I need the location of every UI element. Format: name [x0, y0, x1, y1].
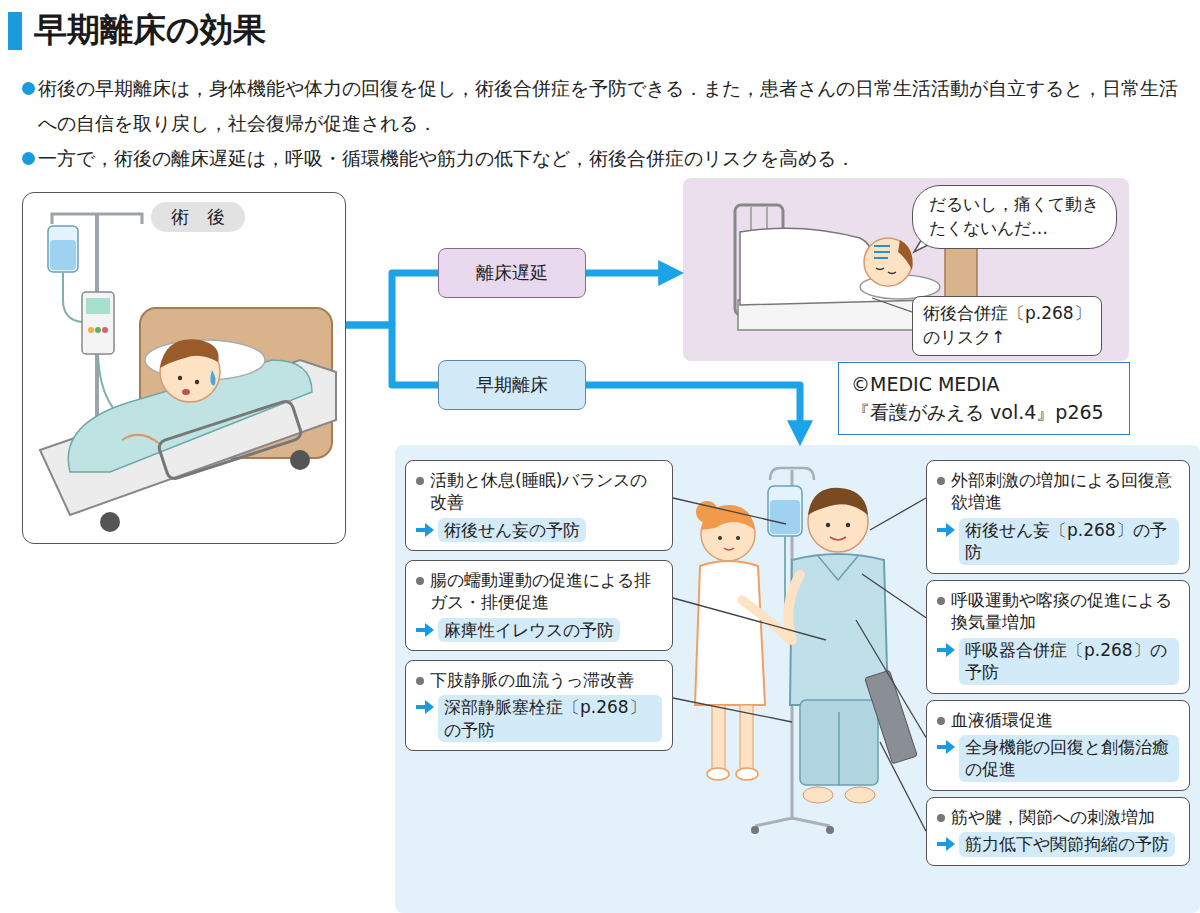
bullet-dot: [937, 477, 945, 485]
walking-patient-illustration: [695, 468, 917, 834]
note-text: 一方で，術後の離床遅延は，呼吸・循環機能や筋力の低下など，術後合併症のリスクを高…: [38, 141, 1190, 176]
callout-heading: 外部刺激の増加による回復意欲増進: [951, 469, 1179, 514]
callout-result-row: 術後せん妄〔p.268〕の予防: [937, 518, 1179, 565]
arrow-icon: [937, 740, 955, 754]
leader-line: [673, 598, 826, 640]
effect-callout: 活動と休息(睡眠)バランスの改善術後せん妄の予防: [405, 460, 673, 551]
effect-callout: 腸の蠕動運動の促進による排ガス・排便促進麻痺性イレウスの予防: [405, 560, 673, 651]
delay-panel: だるいし，痛くて動きたくないんだ… 術後合併症〔p.268〕のリスク↑: [683, 178, 1129, 361]
node-text: 離床遅延: [476, 261, 548, 284]
arrow-icon: [416, 523, 434, 537]
leader-line: [673, 698, 792, 722]
node-text: だるいし，痛くて動きたくないんだ…: [929, 193, 1100, 241]
callout-heading: 下肢静脈の血流うっ滞改善: [430, 669, 634, 691]
callout-heading-row: 活動と休息(睡眠)バランスの改善: [416, 469, 662, 514]
leader-line: [880, 742, 926, 831]
effect-callout: 下肢静脈の血流うっ滞改善深部静脈塞栓症〔p.268〕の予防: [405, 660, 673, 751]
bullet-dot: [937, 597, 945, 605]
callout-heading-row: 血液循環促進: [937, 709, 1179, 731]
delay-panel-ground: [683, 178, 1129, 361]
node-text: 術後合併症〔p.268〕のリスク↑: [923, 302, 1091, 350]
callout-result-row: 筋力低下や関節拘縮の予防: [937, 832, 1179, 856]
risk-note: 術後合併症〔p.268〕のリスク↑: [912, 296, 1102, 356]
callout-heading: 筋や腱，関節への刺激増加: [951, 806, 1155, 828]
effect-callout: 呼吸運動や喀痰の促進による換気量増加呼吸器合併症〔p.268〕の予防: [926, 580, 1190, 694]
leader-line: [673, 498, 786, 524]
early-panel: 活動と休息(睡眠)バランスの改善術後せん妄の予防腸の蠕動運動の促進による排ガス・…: [395, 445, 1200, 913]
callout-result: 全身機能の回復と創傷治癒の促進: [959, 735, 1179, 782]
arrow-icon: [937, 837, 955, 851]
delay-box: 離床遅延: [438, 248, 586, 298]
callout-result: 麻痺性イレウスの予防: [438, 618, 620, 642]
flow-connector: [346, 273, 438, 325]
callout-result: 呼吸器合併症〔p.268〕の予防: [959, 638, 1179, 685]
callout-heading-row: 呼吸運動や喀痰の促進による換気量増加: [937, 589, 1179, 634]
flow-connector: [346, 325, 438, 385]
callout-heading-row: 外部刺激の増加による回復意欲増進: [937, 469, 1179, 514]
credit-box: ©MEDIC MEDIA 『看護がみえる vol.4』p265: [838, 362, 1130, 435]
note-text: 術後の早期離床は，身体機能や体力の回復を促し，術後合併症を予防できる．また，患者…: [38, 71, 1190, 141]
patient-in-bed-illustration: [40, 213, 336, 532]
arrow-icon: [937, 523, 955, 537]
callout-result-row: 麻痺性イレウスの予防: [416, 618, 662, 642]
callout-result: 術後せん妄の予防: [438, 518, 586, 542]
callout-heading: 血液循環促進: [951, 709, 1053, 731]
postop-panel: 術 後: [22, 192, 346, 544]
callout-heading: 腸の蠕動運動の促進による排ガス・排便促進: [430, 569, 662, 614]
arrow-icon: [416, 623, 434, 637]
leader-lines: [673, 498, 926, 831]
panel-heading: 術 後: [151, 202, 245, 232]
callout-result: 筋力低下や関節拘縮の予防: [959, 832, 1175, 856]
callout-result: 術後せん妄〔p.268〕の予防: [959, 518, 1179, 565]
callout-result: 深部静脈塞栓症〔p.268〕の予防: [438, 695, 662, 742]
speech-bubble: だるいし，痛くて動きたくないんだ…: [912, 185, 1117, 249]
callout-heading-row: 腸の蠕動運動の促進による排ガス・排便促進: [416, 569, 662, 614]
bullet-dot: [937, 814, 945, 822]
effect-callout: 外部刺激の増加による回復意欲増進術後せん妄〔p.268〕の予防: [926, 460, 1190, 574]
page-title: 早期離床の効果: [34, 8, 266, 53]
callout-heading: 呼吸運動や喀痰の促進による換気量増加: [951, 589, 1179, 634]
node-text: 早期離床: [476, 373, 548, 396]
node-text: ©MEDIC MEDIA 『看護がみえる vol.4』p265: [851, 371, 1117, 426]
bullet-dot: [416, 577, 424, 585]
callout-result-row: 全身機能の回復と創傷治癒の促進: [937, 735, 1179, 782]
early-box: 早期離床: [438, 360, 586, 410]
callout-result-row: 術後せん妄の予防: [416, 518, 662, 542]
title-bar: [8, 12, 22, 50]
early-panel-ground: [395, 445, 1200, 913]
bullet-dot: [937, 717, 945, 725]
callout-heading-row: 筋や腱，関節への刺激増加: [937, 806, 1179, 828]
leader-line: [870, 498, 926, 530]
callout-result-row: 呼吸器合併症〔p.268〕の予防: [937, 638, 1179, 685]
flow-connector: [586, 270, 669, 277]
flow-connector: [586, 385, 800, 431]
arrow-icon: [416, 700, 434, 714]
leader-line: [862, 574, 926, 618]
effect-callout: 筋や腱，関節への刺激増加筋力低下や関節拘縮の予防: [926, 797, 1190, 866]
callout-heading-row: 下肢静脈の血流うっ滞改善: [416, 669, 662, 691]
bullet-dot: [416, 477, 424, 485]
effect-callout: 血液循環促進全身機能の回復と創傷治癒の促進: [926, 700, 1190, 791]
callout-heading: 活動と休息(睡眠)バランスの改善: [430, 469, 662, 514]
bullet-dot: [416, 677, 424, 685]
callout-result-row: 深部静脈塞栓症〔p.268〕の予防: [416, 695, 662, 742]
arrow-icon: [937, 643, 955, 657]
leader-line: [856, 620, 926, 738]
